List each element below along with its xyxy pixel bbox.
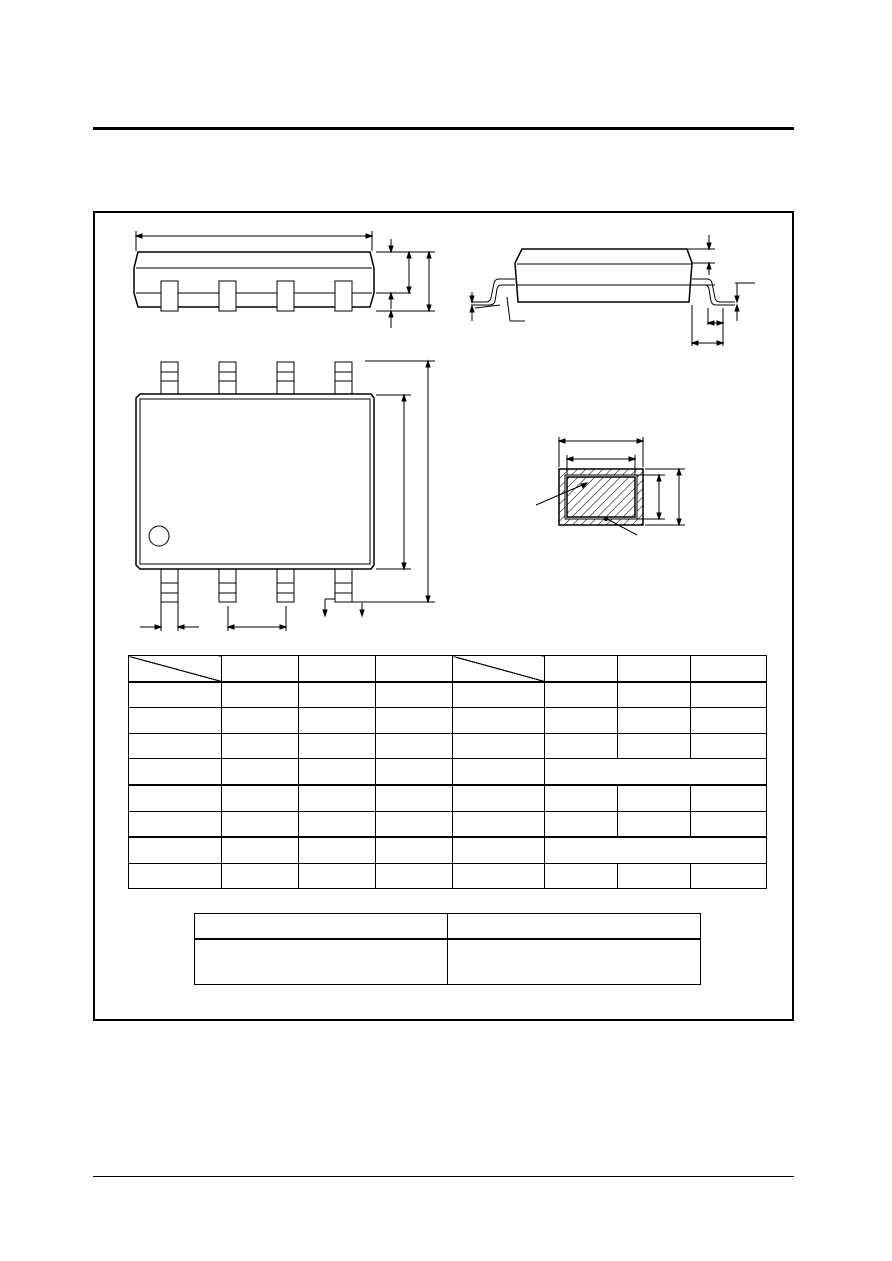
top-body-outline bbox=[135, 393, 375, 570]
table-row bbox=[128, 732, 767, 760]
table-row bbox=[128, 862, 767, 890]
package-outline-frame bbox=[93, 211, 794, 1021]
diagonal-header-cell bbox=[128, 654, 222, 683]
side-leads bbox=[160, 280, 353, 312]
header-rule bbox=[93, 127, 794, 130]
top-view-drawing bbox=[135, 359, 435, 631]
merged-cell bbox=[544, 758, 767, 786]
table-row bbox=[194, 938, 701, 985]
land-inner bbox=[566, 476, 636, 518]
package-drawings bbox=[133, 231, 755, 631]
land-pattern-drawing bbox=[535, 437, 685, 536]
dimension-table bbox=[128, 654, 767, 890]
table-row bbox=[194, 913, 701, 940]
footer-rule bbox=[93, 1176, 794, 1177]
pin1-marker bbox=[148, 525, 170, 547]
table-row bbox=[128, 758, 767, 786]
table-row bbox=[128, 654, 767, 683]
arrow-head bbox=[134, 233, 143, 239]
table-row bbox=[128, 707, 767, 734]
table-row bbox=[128, 783, 767, 812]
arrow-head bbox=[365, 233, 374, 239]
side-view-drawing bbox=[133, 231, 435, 328]
table-row bbox=[128, 836, 767, 864]
table-row bbox=[128, 810, 767, 838]
notes-table bbox=[194, 913, 701, 985]
top-leads-lower bbox=[160, 568, 353, 603]
diagonal-header-cell bbox=[452, 654, 545, 683]
table-row bbox=[128, 680, 767, 709]
top-leads-upper bbox=[160, 361, 353, 396]
merged-cell bbox=[544, 836, 767, 864]
side-body-outline bbox=[133, 251, 375, 308]
end-view-drawing bbox=[469, 235, 755, 346]
end-body-outline bbox=[514, 248, 693, 303]
